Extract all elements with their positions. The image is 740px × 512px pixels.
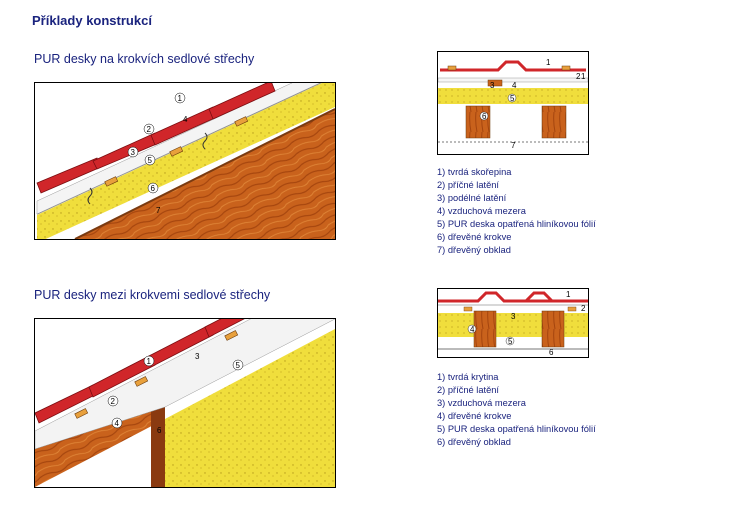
label-2: 2: [147, 125, 152, 134]
detail-label-7: 7: [511, 141, 516, 150]
legend-item: 4) dřevěné krokve: [437, 411, 512, 421]
section1-title: PUR desky na krokvích sedlové střechy: [34, 52, 255, 66]
legend-item: 2) příčné latění: [437, 180, 500, 190]
legend-item: 5) PUR deska opatřená hliníkovou fólií: [437, 219, 596, 229]
label-6: 6: [157, 426, 162, 435]
legend-item: 1) tvrdá krytina: [437, 372, 499, 382]
detail-label-5: 5: [508, 337, 513, 346]
detail-label-5: 5: [510, 94, 515, 103]
legend-item: 2) příčné latění: [437, 385, 500, 395]
pur-board: [165, 329, 335, 487]
label-1: 1: [147, 357, 152, 366]
section2-legend: 1) tvrdá krytina 2) příčné latění 3) vzd…: [437, 371, 596, 449]
legend-item: 3) vzduchová mezera: [437, 398, 526, 408]
label-1: 1: [178, 94, 183, 103]
label-2: 2: [111, 397, 116, 406]
legend-item: 6) dřevěný obklad: [437, 437, 511, 447]
detail-label-1b: 1: [581, 72, 586, 81]
detail-label-6: 6: [482, 112, 487, 121]
detail-label-2: 2: [576, 72, 581, 81]
label-4: 4: [115, 419, 120, 428]
detail-label-3: 3: [511, 312, 516, 321]
section1-legend: 1) tvrdá skořepina 2) příčné latění 3) p…: [437, 166, 596, 257]
detail-label-1: 1: [566, 290, 571, 299]
legend-item: 1) tvrdá skořepina: [437, 167, 512, 177]
label-7: 7: [156, 206, 161, 215]
legend-item: 5) PUR deska opatřená hliníkovou fólií: [437, 424, 596, 434]
section1-main-diagram: 1 2 3 4 5 6 7: [34, 82, 336, 240]
detail-label-1: 1: [546, 58, 551, 67]
label-6: 6: [151, 184, 156, 193]
label-3: 3: [131, 148, 136, 157]
page-title: Příklady konstrukcí: [32, 13, 152, 28]
section2-main-diagram: 1 2 3 4 5 6: [34, 318, 336, 488]
section2-title: PUR desky mezi krokvemi sedlové střechy: [34, 288, 271, 302]
label-5: 5: [148, 156, 153, 165]
legend-item: 7) dřevěný obklad: [437, 245, 511, 255]
label-3: 3: [195, 352, 200, 361]
legend-item: 6) dřevěné krokve: [437, 232, 512, 242]
legend-item: 4) vzduchová mezera: [437, 206, 526, 216]
detail-label-4: 4: [512, 81, 517, 90]
detail-label-6: 6: [549, 348, 554, 357]
legend-item: 3) podélné latění: [437, 193, 507, 203]
section1-detail-diagram: 1 2 1 3 4 5 6 7: [437, 51, 589, 155]
detail-label-4: 4: [470, 325, 475, 334]
label-4: 4: [183, 115, 188, 124]
detail-label-2: 2: [581, 304, 586, 313]
label-5: 5: [236, 361, 241, 370]
section2-detail-diagram: 1 2 3 4 5 6: [437, 288, 589, 358]
pur-board: [37, 83, 335, 239]
detail-label-3: 3: [490, 81, 495, 90]
